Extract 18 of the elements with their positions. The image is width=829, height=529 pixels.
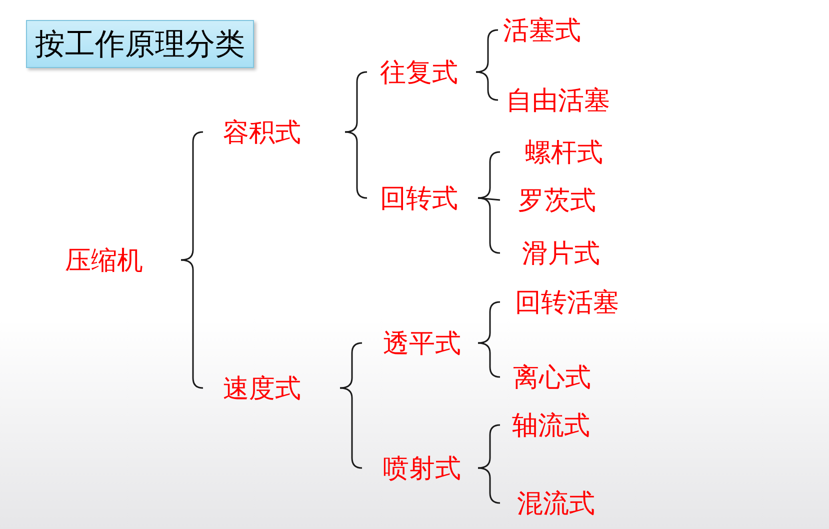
category-label: 回转活塞 xyxy=(500,287,619,317)
category-label: 容积式 xyxy=(203,117,345,147)
category-label: 往复式 xyxy=(367,57,476,87)
category-label: 罗茨式 xyxy=(500,185,596,215)
category-label: 压缩机 xyxy=(65,245,181,275)
category-label: 回转式 xyxy=(367,183,478,213)
category-label: 螺杆式 xyxy=(500,137,603,167)
category-label: 喷射式 xyxy=(362,453,478,483)
category-label: 滑片式 xyxy=(500,238,600,268)
category-label: 混流式 xyxy=(500,488,595,518)
category-label: 透平式 xyxy=(362,328,478,358)
brace-line xyxy=(476,71,498,101)
category-label: 轴流式 xyxy=(500,410,590,440)
category-label: 速度式 xyxy=(203,373,340,403)
category-label: 活塞式 xyxy=(498,15,581,45)
category-label: 离心式 xyxy=(500,362,591,392)
category-label: 自由活塞 xyxy=(498,85,610,115)
title-banner: 按工作原理分类 xyxy=(26,20,254,68)
